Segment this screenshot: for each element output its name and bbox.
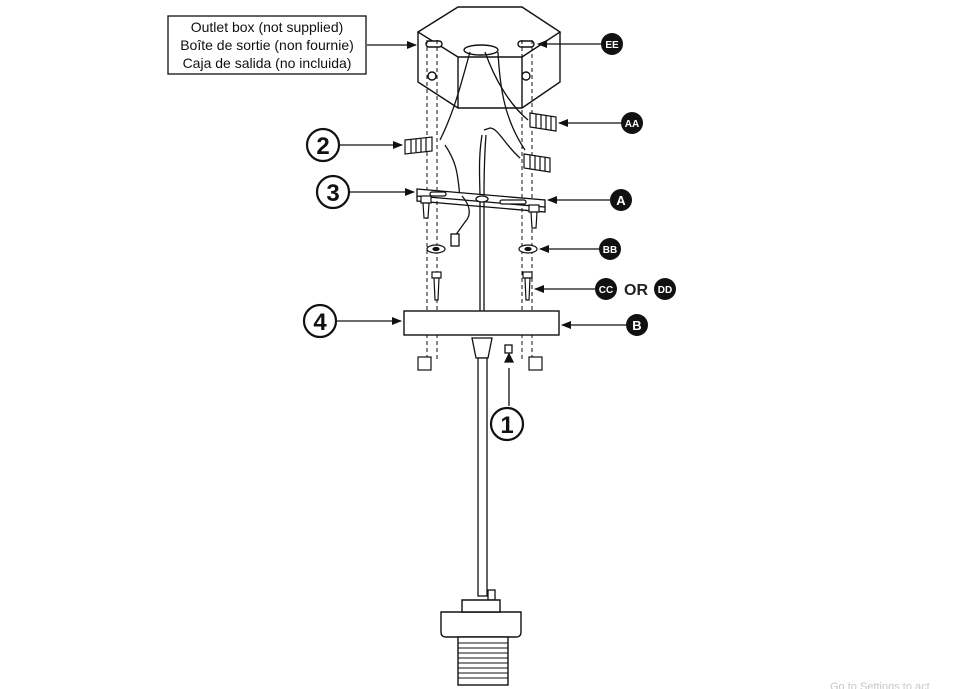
- canopy: [403, 310, 560, 336]
- socket-threads: [458, 642, 508, 679]
- or-label: OR: [624, 282, 648, 299]
- outlet-box: [416, 6, 562, 109]
- lamp-socket: [440, 599, 522, 686]
- part-cc-dd-callout: CC OR DD: [534, 278, 676, 300]
- wire-connector-lower: [523, 153, 551, 173]
- part-ee-callout: EE: [537, 33, 623, 55]
- step-1-callout: 1: [489, 406, 525, 442]
- washers-bb: [426, 244, 538, 254]
- pendant-cord: [477, 357, 496, 601]
- part-ee-label: EE: [605, 40, 619, 51]
- part-b-label: B: [632, 318, 641, 333]
- canopy-caps: [417, 356, 543, 371]
- step-2-callout: 2: [305, 127, 403, 163]
- part-b-callout: B: [561, 314, 648, 336]
- cord-grip: [471, 337, 515, 406]
- wire-connector-aa: [529, 112, 557, 132]
- part-aa-label: AA: [625, 119, 639, 130]
- watermark-text: Go to Settings to act: [830, 681, 930, 689]
- step-1-number: 1: [500, 412, 513, 439]
- outlet-label-es: Caja de salida (no incluida): [183, 55, 352, 71]
- step-2-number: 2: [316, 133, 329, 160]
- outlet-label-en: Outlet box (not supplied): [191, 19, 344, 35]
- wire-connector-2: [404, 136, 433, 155]
- mounting-bracket: [416, 188, 546, 247]
- mount-guide-lines: [426, 40, 533, 360]
- step-3-number: 3: [326, 180, 339, 207]
- part-aa-callout: AA: [558, 112, 643, 134]
- step-3-callout: 3: [315, 174, 415, 210]
- bracket-screws: [420, 195, 540, 229]
- part-bb-label: BB: [603, 245, 617, 256]
- part-dd-label: DD: [658, 285, 672, 296]
- outlet-label-fr: Boîte de sortie (non fournie): [180, 37, 354, 53]
- supply-wires: [439, 51, 529, 312]
- part-bb-callout: BB: [539, 238, 621, 260]
- part-cc-label: CC: [599, 285, 613, 296]
- outlet-box-label: Outlet box (not supplied) Boîte de sorti…: [167, 15, 417, 75]
- step-4-callout: 4: [302, 303, 402, 339]
- part-a-label: A: [616, 193, 626, 208]
- screws-cc-dd: [431, 271, 533, 301]
- part-a-callout: A: [547, 189, 632, 211]
- step-4-number: 4: [313, 309, 327, 336]
